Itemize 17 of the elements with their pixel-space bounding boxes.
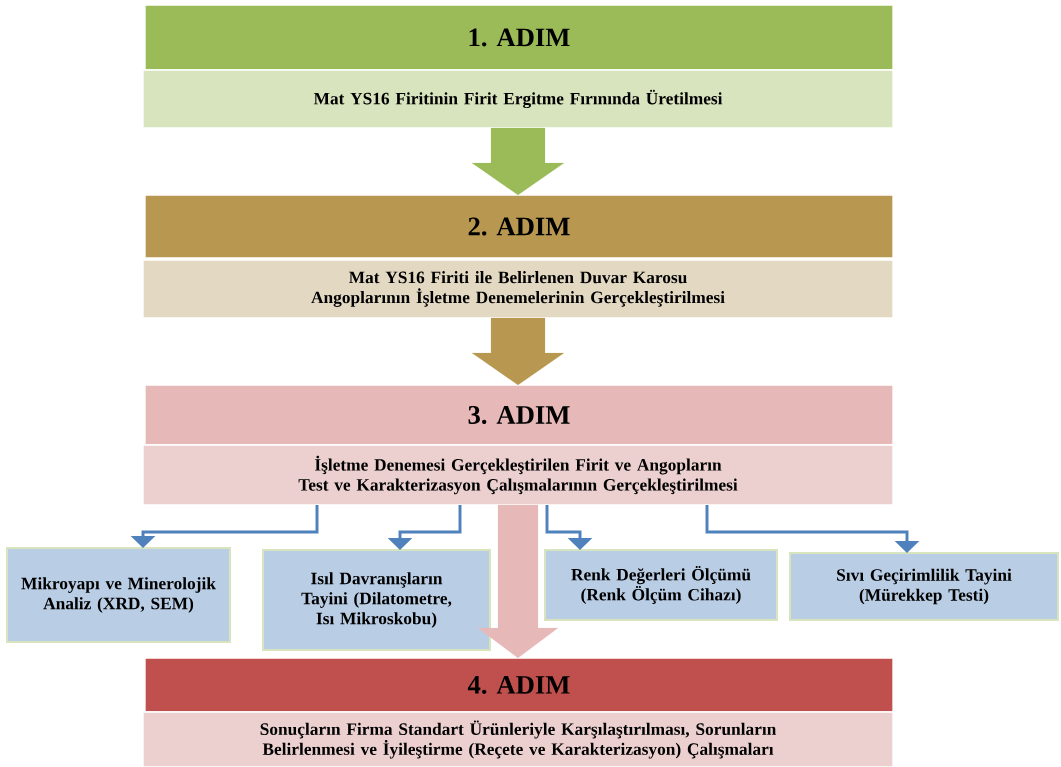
step-header: 1. ADIM xyxy=(144,4,894,71)
branch-arrow xyxy=(545,505,593,550)
step-box: İşletme Denemesi Gerçekleştirilen Firit ve Angopların Test ve Karakterizasyon Çalışmalarının Gerçekleştirilmesi xyxy=(142,444,894,506)
step-header: 4. ADIM xyxy=(144,657,894,713)
test-box: Mikroyapı ve Minerolojik Analiz (XRD, SEM) xyxy=(6,547,231,643)
step-box: Mat YS16 Firitinin Firit Ergitme Fırınında Üretilmesi xyxy=(142,69,894,129)
test-box: Isıl Davranışların Tayini (Dilatometre, Isı Mikroskobu) xyxy=(262,549,491,651)
test-box: Renk Değerleri Ölçümü (Renk Ölçüm Cihazı) xyxy=(544,549,778,621)
step-header: 2. ADIM xyxy=(144,194,894,259)
step-box: Sonuçların Firma Standart Ürünleriyle Karşılaştırılması, Sorunların Belirlenmesi ve İyileştirme (Reçete ve Karakterizasyon) Çalışmaları xyxy=(142,711,894,767)
step-header: 3. ADIM xyxy=(144,384,894,446)
block-arrow xyxy=(477,504,559,659)
test-box: Sıvı Geçirimlilik Tayini (Mürekkep Testi) xyxy=(789,552,1059,621)
block-arrow xyxy=(471,317,565,386)
block-arrow xyxy=(471,127,565,196)
branch-arrow xyxy=(705,505,920,553)
step-box: Mat YS16 Firiti ile Belirlenen Duvar Karosu Angoplarının İşletme Denemelerinin Gerçekleştirilmesi xyxy=(142,259,894,319)
